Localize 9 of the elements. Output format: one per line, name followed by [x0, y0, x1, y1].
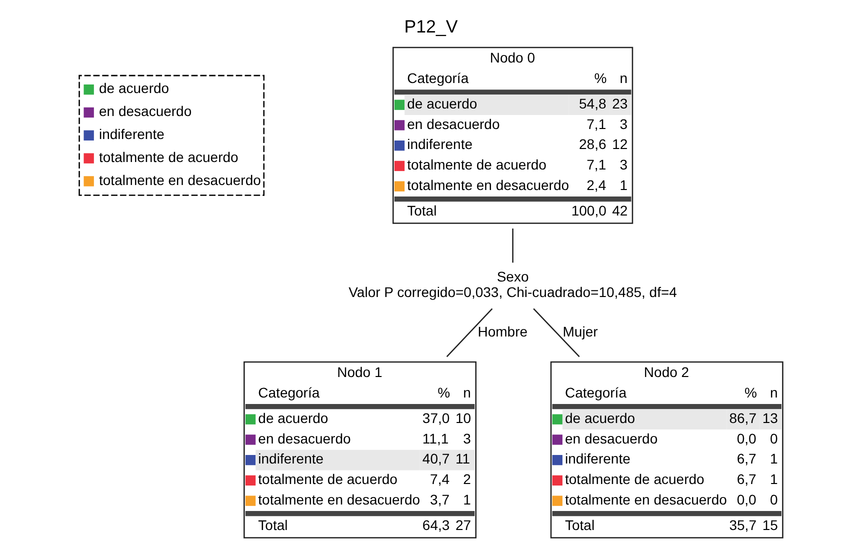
node-text: Sexo Valor P corregido=0,033, Chi-cuadrado=10,485, df=4 — [348, 268, 676, 300]
legend-label: de acuerdo — [98, 80, 169, 96]
edge-label: Hombre — [477, 323, 528, 340]
legend-label: totalmente en desacuerdo — [98, 172, 260, 188]
legend-label: totalmente de acuerdo — [98, 148, 238, 165]
legend-label: en desacuerdo — [98, 103, 192, 120]
legend-label: indiferente — [98, 126, 164, 142]
diagram-title: P12_V — [404, 16, 458, 37]
edge-label: Mujer — [562, 323, 598, 340]
